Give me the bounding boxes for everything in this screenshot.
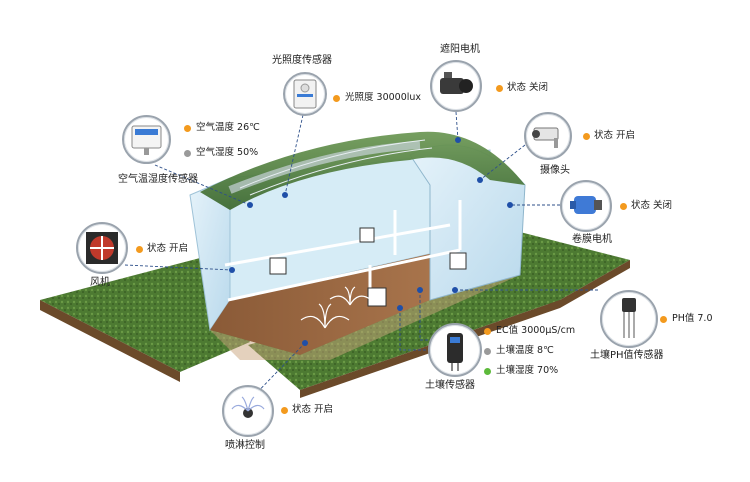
soil-humidity: 土壤湿度 70% bbox=[496, 365, 559, 376]
reading-dot bbox=[333, 95, 340, 102]
soil-temp: 土壤温度 8℃ bbox=[496, 345, 554, 356]
ec-dot bbox=[484, 328, 491, 335]
soil-sensor-name: 土壤传感器 bbox=[425, 380, 475, 391]
light-sensor-reading: 光照度 30000lux bbox=[345, 92, 422, 103]
roll-motor-icon bbox=[560, 180, 612, 232]
reading-dot bbox=[660, 316, 667, 323]
air-temp: 空气温度 26℃ bbox=[196, 122, 260, 133]
soil-sensor-icon bbox=[428, 323, 482, 377]
camera-icon bbox=[524, 112, 572, 160]
fan-icon bbox=[76, 222, 128, 274]
air-humidity: 空气湿度 50% bbox=[196, 147, 259, 158]
light-sensor-name: 光照度传感器 bbox=[272, 55, 332, 66]
roll-motor-status: 状态 关闭 bbox=[631, 200, 673, 211]
shade-motor-status: 状态 关闭 bbox=[507, 82, 549, 93]
sprinkler-sprays bbox=[300, 286, 371, 329]
soil-humidity-dot bbox=[484, 368, 491, 375]
status-dot bbox=[496, 85, 503, 92]
status-dot bbox=[583, 133, 590, 140]
soil-temp-dot bbox=[484, 348, 491, 355]
ph-reading: PH值 7.0 bbox=[672, 313, 713, 324]
humidity-dot bbox=[184, 150, 191, 157]
status-dot bbox=[136, 246, 143, 253]
status-dot bbox=[281, 407, 288, 414]
fan-name: 风机 bbox=[90, 277, 110, 288]
soil-ec: EC值 3000μS/cm bbox=[496, 325, 576, 336]
sprinkler-status: 状态 开启 bbox=[292, 404, 334, 415]
interior-fans bbox=[269, 227, 467, 307]
greenhouse-body bbox=[189, 131, 526, 360]
fan-status: 状态 开启 bbox=[147, 243, 189, 254]
camera-name: 摄像头 bbox=[540, 165, 570, 176]
status-dot bbox=[620, 203, 627, 210]
camera-status: 状态 开启 bbox=[594, 130, 636, 141]
water-pipes bbox=[224, 200, 462, 302]
roll-motor-name: 卷膜电机 bbox=[572, 234, 612, 245]
sprinkler-icon bbox=[222, 385, 274, 437]
ph-sensor-icon bbox=[600, 290, 658, 348]
temp-dot bbox=[184, 125, 191, 132]
ph-sensor-name: 土壤PH值传感器 bbox=[590, 350, 664, 361]
air-sensor-icon bbox=[122, 115, 171, 164]
shade-motor-name: 遮阳电机 bbox=[440, 44, 480, 55]
connection-nodes bbox=[229, 137, 513, 346]
air-sensor-name: 空气温湿度传感器 bbox=[118, 174, 198, 185]
shade-motor-icon bbox=[430, 60, 482, 112]
sprinkler-name: 喷淋控制 bbox=[225, 440, 265, 451]
light-sensor-icon bbox=[283, 72, 327, 116]
